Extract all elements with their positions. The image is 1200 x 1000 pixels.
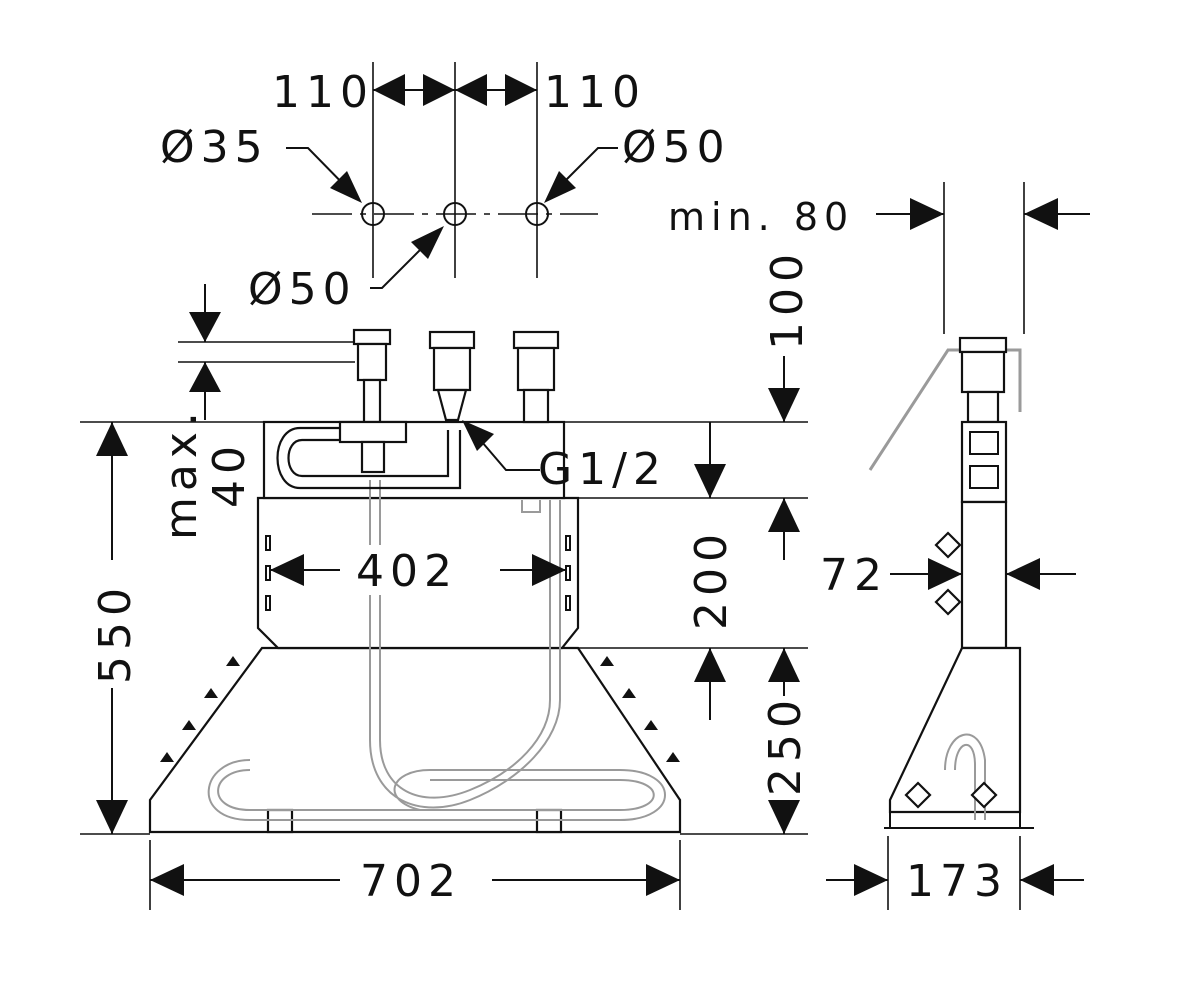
spacing-dimension: [373, 74, 537, 106]
label-depth-173: 173: [906, 856, 1008, 907]
front-view: max. 40 550 402 702 G1/2: [80, 248, 813, 910]
hole-left: [361, 202, 385, 226]
label-hole-spacing-left: 110: [272, 67, 374, 118]
label-height-250: 250: [760, 694, 811, 796]
label-min-80: min. 80: [668, 195, 854, 239]
label-max-40-line1: max.: [156, 406, 207, 540]
label-max-40-line2: 40: [204, 440, 255, 508]
hole-center: [443, 202, 467, 226]
valve-right: [512, 330, 560, 424]
valve-center: [428, 330, 476, 422]
label-depth-72: 72: [820, 550, 888, 601]
valve-left: [338, 328, 408, 474]
label-dia-left: Ø35: [160, 122, 269, 173]
label-height-200: 200: [686, 528, 737, 630]
hole-right: [525, 202, 549, 226]
label-width-702: 702: [360, 856, 462, 907]
hoses: [207, 480, 666, 821]
label-dim-100: 100: [762, 248, 813, 350]
frame-slots: [265, 535, 571, 611]
side-view: min. 80 72 17: [668, 182, 1090, 910]
label-thread: G1/2: [538, 444, 667, 495]
label-dia-right: Ø50: [622, 122, 731, 173]
label-height-550: 550: [90, 582, 141, 684]
label-hole-spacing-right: 110: [544, 67, 646, 118]
label-width-402: 402: [356, 546, 458, 597]
hole-layout-view: 110 110 Ø35 Ø50 Ø50: [160, 62, 731, 315]
label-dia-center: Ø50: [248, 264, 357, 315]
base-clips: [160, 656, 680, 762]
